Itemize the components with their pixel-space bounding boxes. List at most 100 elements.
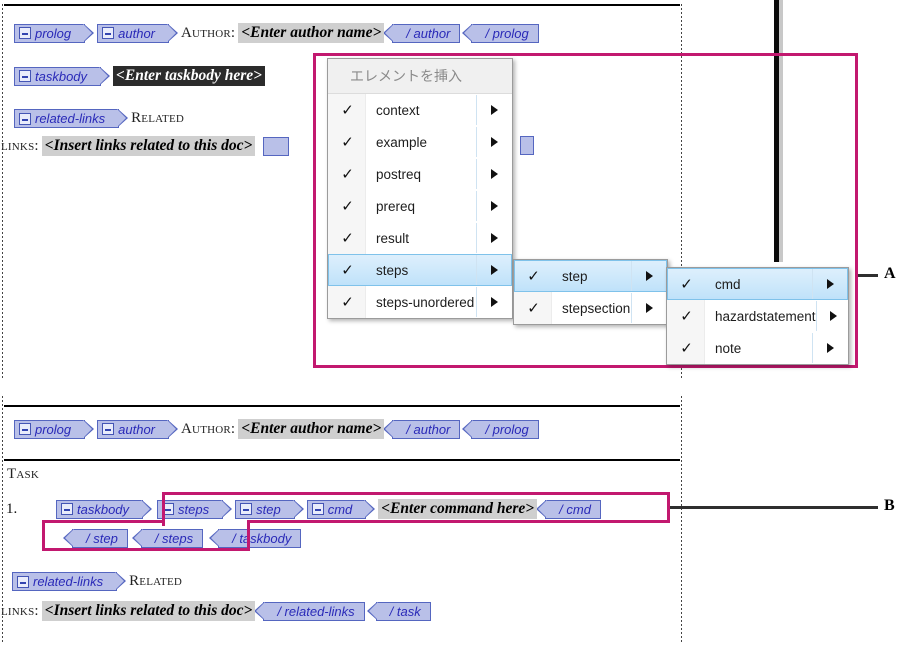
collapse-toggle-icon[interactable] bbox=[19, 112, 31, 125]
taskbody-placeholder-selected[interactable]: <Enter taskbody here> bbox=[113, 66, 266, 86]
menu-item-label: result bbox=[376, 230, 410, 246]
submenu-arrow-icon[interactable] bbox=[476, 159, 511, 189]
tag-label: related-links bbox=[35, 111, 106, 126]
tag-related-links-close-partial[interactable]: . bbox=[263, 136, 290, 156]
tag-label: taskbody bbox=[35, 68, 88, 84]
menu-item-hazardstatement[interactable]: ✓ hazardstatement bbox=[667, 300, 848, 332]
menu-item-label: step bbox=[562, 268, 588, 284]
tag-taskbody-open[interactable]: taskbody bbox=[14, 66, 111, 86]
tag-author-open[interactable]: author bbox=[97, 419, 178, 439]
submenu-arrow-icon[interactable] bbox=[812, 269, 847, 299]
submenu-arrow-icon[interactable] bbox=[476, 127, 511, 157]
menu-item-steps[interactable]: ✓ steps bbox=[328, 254, 512, 286]
hidden-tag-peek bbox=[520, 136, 534, 155]
cmd-placeholder[interactable]: <Enter command here> bbox=[378, 499, 538, 519]
menu-item-result[interactable]: ✓ result bbox=[328, 222, 512, 254]
tag-step-open[interactable]: step bbox=[235, 499, 304, 519]
check-icon: ✓ bbox=[527, 298, 540, 317]
collapse-toggle-icon[interactable] bbox=[240, 503, 253, 515]
pane-section-rule bbox=[4, 459, 680, 461]
submenu-arrow-icon[interactable] bbox=[631, 293, 666, 323]
pane-right-dotted-border bbox=[681, 4, 682, 379]
author-placeholder[interactable]: <Enter author name> bbox=[238, 23, 385, 43]
tag-taskbody-close[interactable]: / taskbody bbox=[209, 529, 302, 548]
submenu-arrow-icon[interactable] bbox=[476, 95, 511, 125]
collapse-toggle-icon[interactable] bbox=[162, 503, 175, 515]
links-label: links: bbox=[1, 137, 39, 154]
menu-item-example[interactable]: ✓ example bbox=[328, 126, 512, 158]
tag-related-links-open[interactable]: related-links bbox=[14, 109, 129, 128]
collapse-toggle-icon[interactable] bbox=[19, 27, 31, 39]
menu-item-label: example bbox=[376, 134, 428, 150]
tag-author-close[interactable]: / author bbox=[383, 23, 461, 43]
tag-steps-close[interactable]: / steps bbox=[131, 529, 204, 548]
check-icon: ✓ bbox=[341, 132, 354, 151]
tag-label: author bbox=[118, 421, 156, 437]
tag-taskbody-open[interactable]: taskbody bbox=[56, 499, 153, 519]
collapse-toggle-icon[interactable] bbox=[311, 503, 324, 515]
step-submenu[interactable]: ✓ cmd ✓ hazardstatement ✓ note bbox=[666, 267, 849, 365]
collapse-toggle-icon[interactable] bbox=[61, 503, 73, 515]
tag-label: / steps bbox=[154, 531, 194, 546]
menu-item-stepsection[interactable]: ✓ stepsection bbox=[514, 292, 667, 324]
check-icon: ✓ bbox=[527, 266, 540, 285]
submenu-arrow-icon[interactable] bbox=[812, 333, 847, 363]
menu-item-note[interactable]: ✓ note bbox=[667, 332, 848, 364]
submenu-arrow-icon[interactable] bbox=[476, 255, 511, 285]
bottom-task-label-row: Task bbox=[6, 466, 42, 483]
vertical-bar-shadow bbox=[779, 0, 783, 262]
tag-label: / related-links bbox=[277, 603, 355, 619]
tag-label: author bbox=[118, 25, 156, 41]
tag-cmd-close[interactable]: / cmd bbox=[536, 499, 601, 519]
tag-label: related-links bbox=[33, 574, 104, 589]
submenu-arrow-icon[interactable] bbox=[815, 301, 851, 331]
tag-steps-open[interactable]: steps bbox=[157, 499, 233, 519]
bottom-row-closers: / step / steps / taskbody bbox=[63, 529, 304, 548]
check-icon: ✓ bbox=[341, 292, 354, 311]
collapse-toggle-icon[interactable] bbox=[19, 70, 31, 82]
submenu-arrow-icon[interactable] bbox=[476, 223, 511, 253]
submenu-arrow-icon[interactable] bbox=[631, 261, 666, 291]
tag-label: prolog bbox=[35, 421, 72, 437]
menu-item-label: hazardstatement bbox=[715, 308, 816, 324]
menu-item-context[interactable]: ✓ context bbox=[328, 94, 512, 126]
tag-task-close[interactable]: / task bbox=[366, 601, 431, 621]
submenu-arrow-icon[interactable] bbox=[476, 287, 511, 317]
menu-item-prereq[interactable]: ✓ prereq bbox=[328, 190, 512, 222]
tag-related-links-close[interactable]: / related-links bbox=[254, 601, 365, 621]
links-placeholder[interactable]: <Insert links related to this doc> bbox=[41, 136, 256, 156]
collapse-toggle-icon[interactable] bbox=[19, 423, 31, 435]
tag-prolog-close[interactable]: / prolog bbox=[462, 23, 539, 43]
top-row-prolog: prolog author Author: <Enter author name… bbox=[14, 23, 542, 43]
menu-item-label: steps-unordered bbox=[376, 294, 475, 310]
menu-item-step[interactable]: ✓ step bbox=[514, 260, 667, 292]
tag-label: steps bbox=[178, 501, 210, 517]
tag-prolog-close[interactable]: / prolog bbox=[462, 419, 539, 439]
author-placeholder[interactable]: <Enter author name> bbox=[238, 419, 385, 439]
bottom-row-step: 1. taskbody steps step cmd <Enter comman… bbox=[6, 499, 604, 519]
menu-item-steps-unordered[interactable]: ✓ steps-unordered bbox=[328, 286, 512, 318]
submenu-arrow-icon[interactable] bbox=[476, 191, 511, 221]
collapse-toggle-icon[interactable] bbox=[102, 423, 115, 435]
tag-author-open[interactable]: author bbox=[97, 23, 178, 43]
menu-item-label: stepsection bbox=[562, 300, 631, 316]
tag-prolog-open[interactable]: prolog bbox=[14, 419, 95, 439]
steps-submenu[interactable]: ✓ step ✓ stepsection bbox=[513, 259, 668, 325]
bottom-document-pane bbox=[2, 396, 682, 644]
check-icon: ✓ bbox=[341, 196, 354, 215]
tag-cmd-open[interactable]: cmd bbox=[306, 499, 375, 519]
links-placeholder[interactable]: <Insert links related to this doc> bbox=[41, 601, 256, 621]
insert-element-menu[interactable]: エレメントを挿入 ✓ context ✓ example ✓ postreq ✓… bbox=[327, 58, 513, 319]
tag-label: taskbody bbox=[77, 501, 130, 517]
tag-step-close[interactable]: / step bbox=[63, 529, 128, 548]
menu-item-postreq[interactable]: ✓ postreq bbox=[328, 158, 512, 190]
tag-label: / task bbox=[389, 603, 421, 619]
pane-left-dotted-border bbox=[2, 396, 3, 644]
tag-related-links-open[interactable]: related-links bbox=[12, 572, 127, 591]
collapse-toggle-icon[interactable] bbox=[17, 575, 29, 588]
tag-prolog-open[interactable]: prolog bbox=[14, 23, 95, 43]
callout-box-join-mask bbox=[165, 521, 247, 526]
tag-author-close[interactable]: / author bbox=[383, 419, 461, 439]
menu-item-cmd[interactable]: ✓ cmd bbox=[667, 268, 848, 300]
collapse-toggle-icon[interactable] bbox=[102, 27, 115, 39]
